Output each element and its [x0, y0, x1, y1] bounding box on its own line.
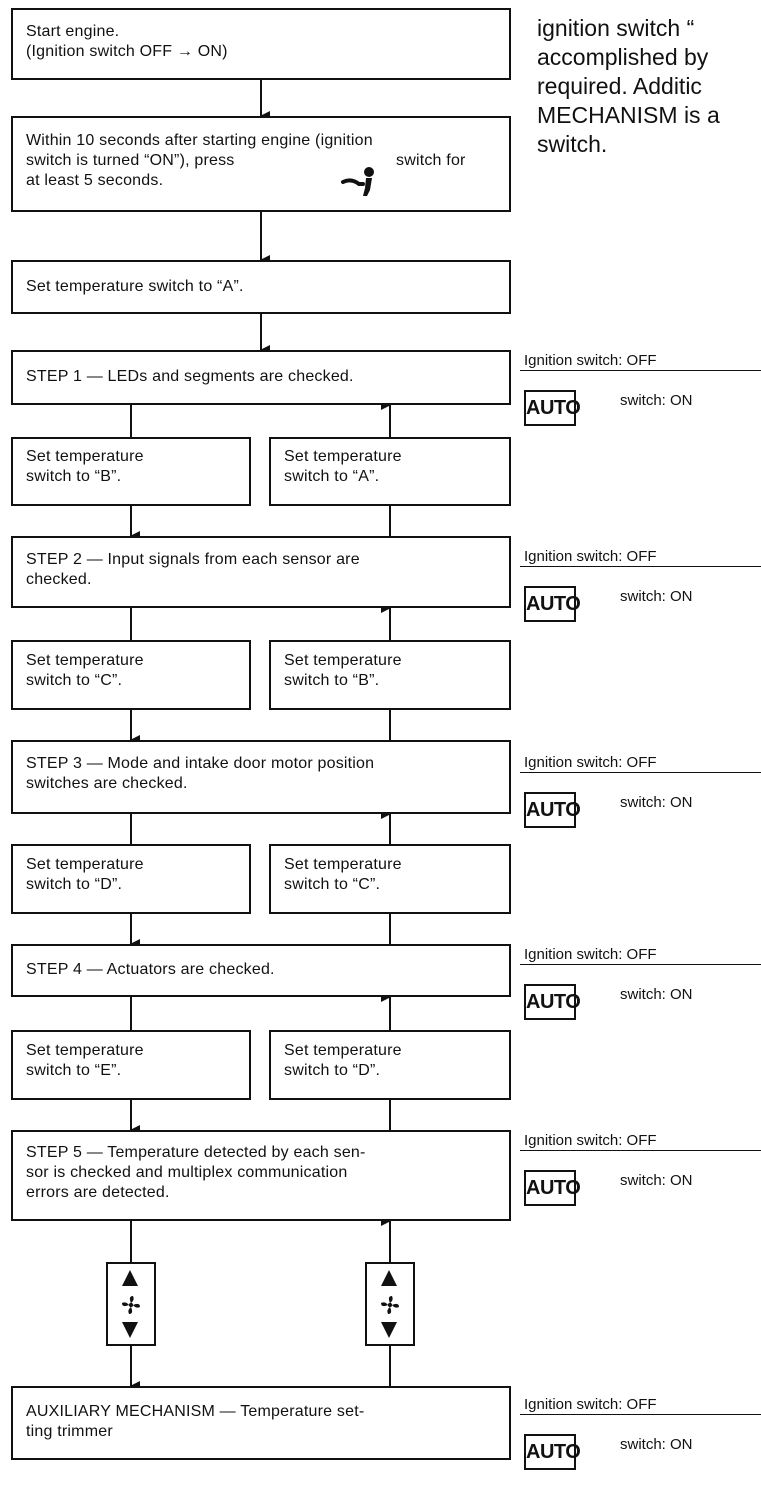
ignition-off-label: Ignition switch: OFF: [524, 352, 657, 369]
step1-next-text: Set temperature switch to “B”.: [26, 448, 144, 485]
step2-next-text: Set temperature switch to “C”.: [26, 652, 144, 689]
paragraph-line: ignition switch “: [537, 15, 695, 41]
start-engine-box: [11, 8, 511, 80]
auto-switch-icon: AUTO: [524, 792, 581, 828]
switch-on-label: switch: ON: [620, 1172, 693, 1189]
step2-back-box: [269, 640, 511, 710]
auxiliary-box: [11, 1386, 511, 1460]
step1-box: [11, 350, 511, 405]
divider: [520, 1414, 761, 1415]
switch-on-label: switch: ON: [620, 1436, 693, 1453]
switch-on-label: switch: ON: [620, 794, 693, 811]
step3-text: STEP 3 — Mode and intake door motor posi…: [26, 755, 375, 792]
step3-box: [11, 740, 511, 814]
step5-box: [11, 1130, 511, 1221]
step3-next-text: Set temperature switch to “D”.: [26, 856, 144, 893]
down-arrow-icon: [381, 1322, 397, 1338]
up-arrow-icon: [381, 1270, 397, 1286]
start-engine-text: Start engine. (Ignition switch OFF → ON): [26, 23, 228, 60]
occupant-seat-icon: [341, 167, 374, 196]
paragraph-line: required. Additic: [537, 73, 702, 99]
fan-icon: [122, 1296, 140, 1314]
step4-next-text: Set temperature switch to “E”.: [26, 1042, 144, 1079]
auto-switch-icon: AUTO: [524, 984, 581, 1020]
ignition-off-label: Ignition switch: OFF: [524, 548, 657, 565]
press-switch-text: Within 10 seconds after starting engine …: [26, 132, 373, 169]
fan-up-down-button-icon: [365, 1262, 415, 1346]
side-note-step4: Ignition switch: OFF AUTO switch: ON: [520, 946, 761, 1036]
ignition-off-label: Ignition switch: OFF: [524, 946, 657, 963]
side-note-step1: Ignition switch: OFF AUTO switch: ON: [520, 352, 761, 442]
divider: [520, 1150, 761, 1151]
divider: [520, 964, 761, 965]
auto-switch-icon: AUTO: [524, 390, 581, 426]
step1-next-box: [11, 437, 251, 506]
press-switch-box: [11, 116, 511, 212]
set-temp-a-box: [11, 260, 511, 314]
auto-switch-icon: AUTO: [524, 1170, 581, 1206]
paragraph-line: switch.: [537, 131, 608, 157]
step4-box: [11, 944, 511, 997]
auxiliary-text: AUXILIARY MECHANISM — Temperature set- t…: [26, 1403, 365, 1440]
switch-on-label: switch: ON: [620, 392, 693, 409]
side-note-step3: Ignition switch: OFF AUTO switch: ON: [520, 754, 761, 844]
step1-text: STEP 1 — LEDs and segments are checked.: [26, 368, 354, 385]
press-switch-text-suffix: switch for: [396, 152, 466, 169]
auto-switch-icon: AUTO: [524, 586, 581, 622]
step2-back-text: Set temperature switch to “B”.: [284, 652, 402, 689]
set-temp-a-text: Set temperature switch to “A”.: [26, 278, 244, 295]
side-note-step5: Ignition switch: OFF AUTO switch: ON: [520, 1132, 761, 1222]
divider: [520, 772, 761, 773]
auto-switch-icon: AUTO: [524, 1434, 581, 1470]
fan-up-down-button-icon: [106, 1262, 156, 1346]
step2-text: STEP 2 — Input signals from each sensor …: [26, 551, 360, 588]
up-arrow-icon: [122, 1270, 138, 1286]
press-switch-text-end: at least 5 seconds.: [26, 172, 164, 189]
ignition-off-label: Ignition switch: OFF: [524, 1132, 657, 1149]
step2-box: [11, 536, 511, 608]
paragraph-line: accomplished by: [537, 44, 709, 70]
context-paragraph: ignition switch “ accomplished by requir…: [537, 14, 761, 159]
fan-icon: [381, 1296, 399, 1314]
step1-back-text: Set temperature switch to “A”.: [284, 448, 402, 485]
paragraph-line: MECHANISM is a: [537, 102, 720, 128]
step1-back-box: [269, 437, 511, 506]
down-arrow-icon: [122, 1322, 138, 1338]
step4-back-text: Set temperature switch to “D”.: [284, 1042, 402, 1079]
step4-text: STEP 4 — Actuators are checked.: [26, 961, 275, 978]
step5-text: STEP 5 — Temperature detected by each se…: [26, 1144, 366, 1201]
divider: [520, 370, 761, 371]
step4-next-box: [11, 1030, 251, 1100]
switch-on-label: switch: ON: [620, 986, 693, 1003]
side-note-step2: Ignition switch: OFF AUTO switch: ON: [520, 548, 761, 638]
ignition-off-label: Ignition switch: OFF: [524, 754, 657, 771]
step3-back-text: Set temperature switch to “C”.: [284, 856, 402, 893]
divider: [520, 566, 761, 567]
switch-on-label: switch: ON: [620, 588, 693, 605]
step3-next-box: [11, 844, 251, 914]
step3-back-box: [269, 844, 511, 914]
ignition-off-label: Ignition switch: OFF: [524, 1396, 657, 1413]
step2-next-box: [11, 640, 251, 710]
side-note-auxiliary: Ignition switch: OFF AUTO switch: ON: [520, 1396, 761, 1486]
step4-back-box: [269, 1030, 511, 1100]
